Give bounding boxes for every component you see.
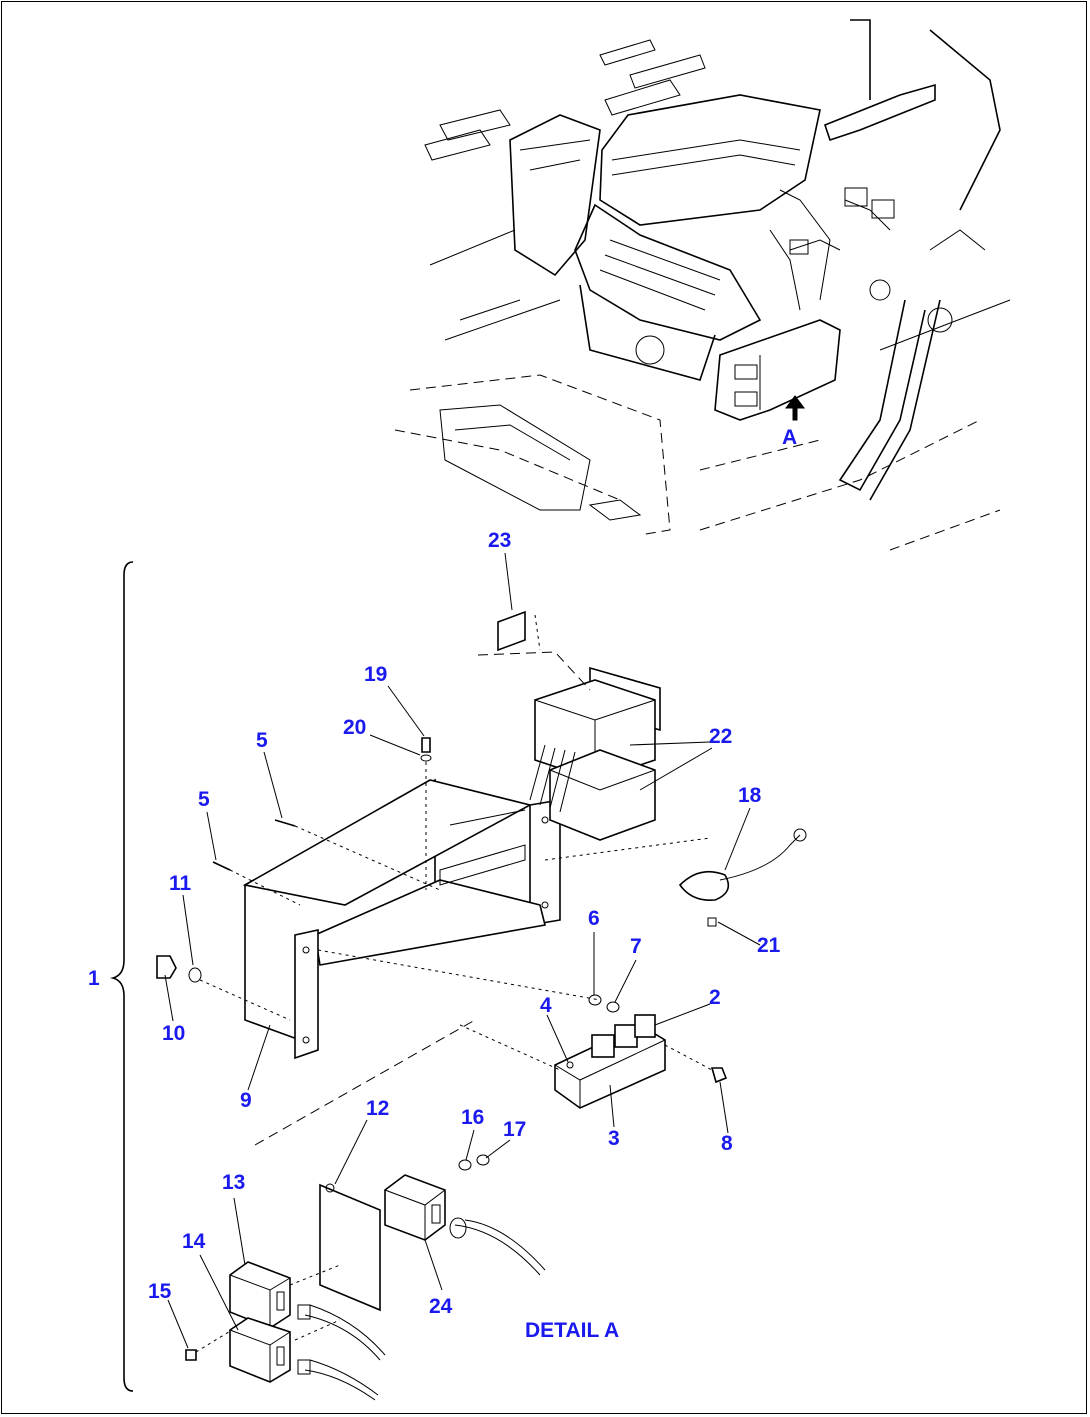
- callout-12: 12: [366, 1097, 389, 1120]
- view-a-label: A: [782, 426, 797, 449]
- assembly-brace: [109, 561, 134, 1392]
- callout-9: 9: [240, 1089, 252, 1112]
- callout-20: 20: [343, 716, 366, 739]
- detail-a-label: DETAIL A: [525, 1319, 619, 1342]
- callout-17: 17: [503, 1118, 526, 1141]
- callout-7: 7: [630, 935, 642, 958]
- callout-16: 16: [461, 1106, 484, 1129]
- callout-18: 18: [738, 784, 762, 807]
- detail-a-drawing: [156, 552, 807, 1401]
- callout-13: 13: [222, 1171, 245, 1194]
- callout-5a: 5: [256, 729, 268, 752]
- callout-1: 1: [88, 967, 100, 990]
- callout-24: 24: [429, 1295, 453, 1318]
- callout-22: 22: [709, 725, 732, 748]
- callout-8: 8: [721, 1132, 733, 1155]
- callout-6: 6: [588, 907, 600, 930]
- callout-5b: 5: [198, 788, 210, 811]
- callout-11: 11: [169, 872, 192, 895]
- callout-23: 23: [488, 529, 511, 552]
- callout-19: 19: [364, 663, 387, 686]
- callout-15: 15: [148, 1280, 172, 1303]
- callout-10: 10: [162, 1022, 185, 1045]
- callout-2: 2: [709, 986, 721, 1009]
- callout-21: 21: [757, 934, 781, 957]
- cab-overview-drawing: [394, 19, 1011, 551]
- callout-14: 14: [182, 1230, 206, 1253]
- callout-4: 4: [540, 994, 552, 1017]
- callout-3: 3: [608, 1127, 620, 1150]
